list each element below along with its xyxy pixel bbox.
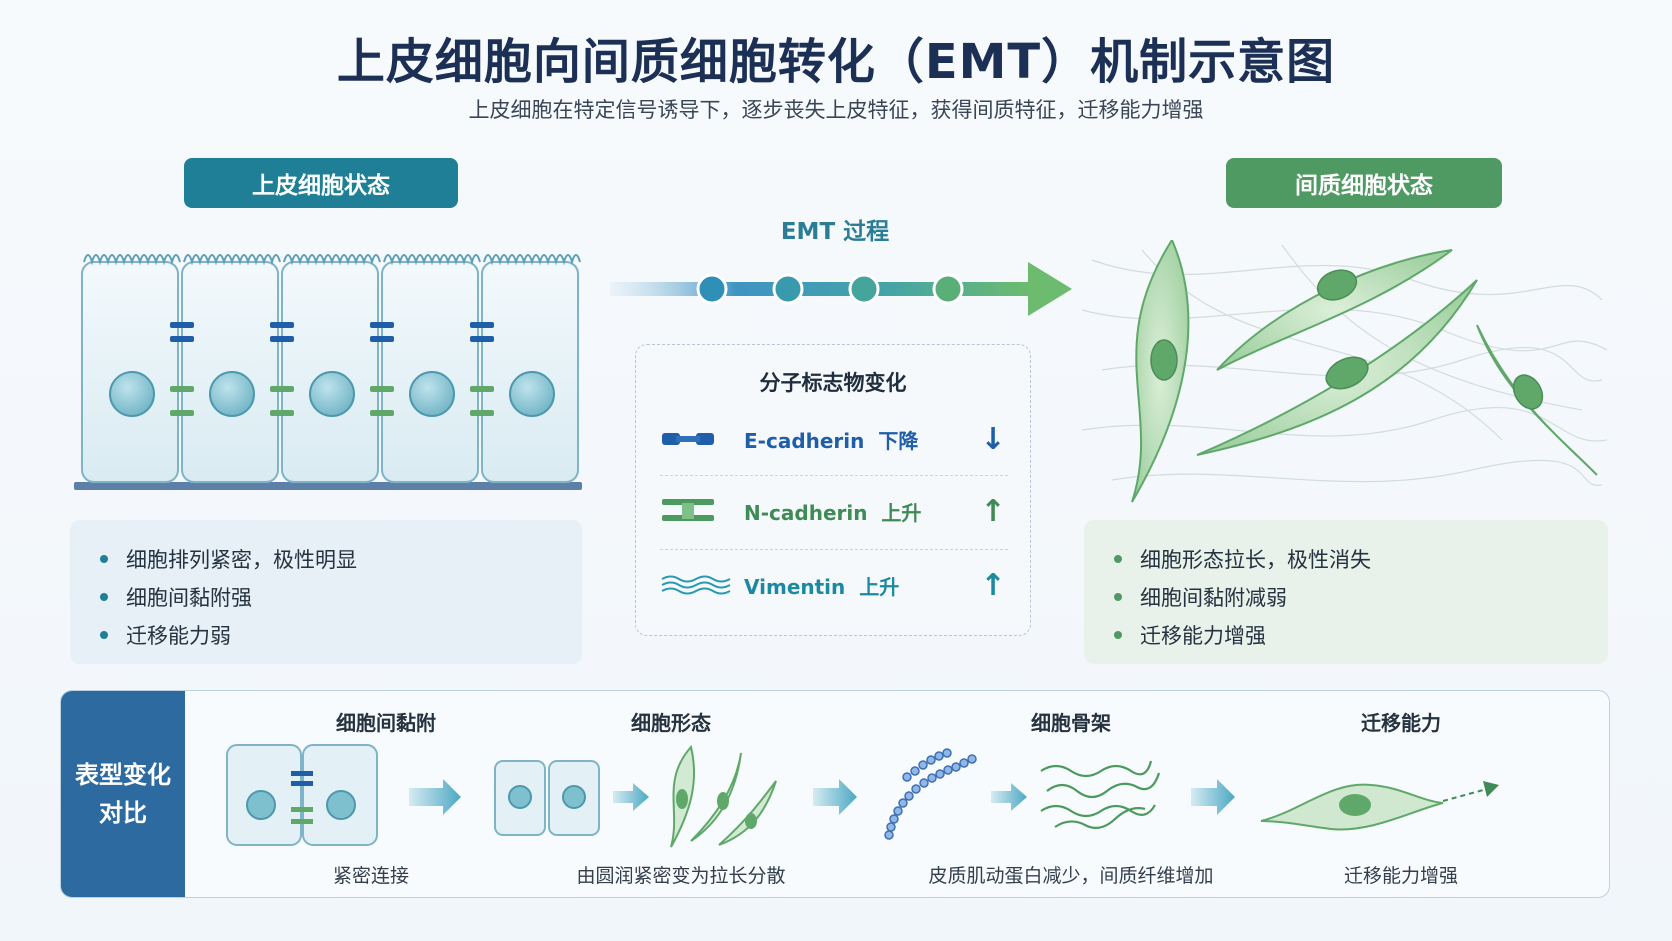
intermediate-filaments	[1040, 760, 1161, 830]
emt-process-arrow	[610, 262, 1072, 316]
bullet-icon	[100, 555, 108, 563]
tight-junction-cells	[226, 744, 378, 846]
bullet-icon	[100, 593, 108, 601]
epithelial-state-label: 上皮细胞状态	[184, 158, 458, 208]
phenotype-caption: 迁移能力增强	[1343, 865, 1458, 887]
nucleus	[1325, 356, 1369, 390]
e-cadherin-junction	[170, 322, 494, 342]
mesenchymal-features-box: 细胞形态拉长，极性消失 细胞间黏附减弱 迁移能力增强	[1084, 520, 1608, 664]
e-cadherin-icon	[662, 433, 714, 445]
migrating-cell	[1260, 781, 1499, 831]
list-item: 细胞排列紧密，极性明显	[94, 540, 558, 578]
vimentin-icon	[661, 575, 731, 595]
phenotype-title: 表型变化对比	[61, 691, 185, 897]
nucleus	[309, 371, 355, 417]
phenotype-comparison-panel: 表型变化对比 细胞间黏附 细胞形态 细胞骨架 迁移能力 紧密连接 由圆润紧密变为…	[60, 690, 1610, 898]
nucleus	[1150, 339, 1178, 381]
mesenchymal-cells-illustration	[1082, 240, 1608, 503]
stage-dot	[696, 273, 728, 305]
down-arrow-icon: ↓	[980, 421, 1006, 457]
phenotype-heading: 细胞间黏附	[336, 711, 436, 735]
marker-name: E-cadherin 下降	[744, 428, 919, 453]
phenotype-caption: 紧密连接	[332, 865, 409, 887]
stage-dot	[772, 273, 804, 305]
cortical-actin-beads	[884, 748, 977, 840]
bullet-icon	[1114, 631, 1122, 639]
phenotype-heading: 迁移能力	[1361, 711, 1441, 735]
elongated-cells	[670, 744, 777, 848]
bullet-icon	[1114, 555, 1122, 563]
spindle-cell	[1216, 249, 1453, 371]
list-item: 迁移能力增强	[1108, 616, 1584, 654]
marker-row-n-cadherin: N-cadherin 上升 ↑	[660, 481, 1008, 541]
page-subtitle: 上皮细胞在特定信号诱导下，逐步丧失上皮特征，获得间质特征，迁移能力增强	[468, 98, 1204, 122]
epithelial-cells-illustration	[74, 254, 582, 490]
phenotype-caption: 由圆润紧密变为拉长分散	[576, 865, 786, 887]
marker-row-e-cadherin: E-cadherin 下降 ↓	[660, 409, 1008, 469]
list-item: 迁移能力弱	[94, 616, 558, 654]
phenotype-heading: 细胞骨架	[1031, 711, 1111, 735]
page-title: 上皮细胞向间质细胞转化（EMT）机制示意图	[336, 34, 1336, 90]
stage-dot	[932, 273, 964, 305]
marker-title: 分子标志物变化	[759, 371, 907, 395]
n-cadherin-junction	[170, 386, 494, 416]
nucleus	[209, 371, 255, 417]
mesenchymal-state-label: 间质细胞状态	[1226, 158, 1502, 208]
phenotype-illustrations	[226, 744, 1499, 848]
list-item: 细胞形态拉长，极性消失	[1108, 540, 1584, 578]
arrow-right-icon	[1483, 781, 1499, 797]
epithelial-features-box: 细胞排列紧密，极性明显 细胞间黏附强 迁移能力弱	[70, 520, 582, 664]
arrow-right-icon	[1191, 779, 1235, 815]
up-arrow-icon: ↑	[980, 493, 1006, 529]
nucleus	[509, 371, 555, 417]
phenotype-heading: 细胞形态	[631, 711, 711, 735]
stage-dot	[848, 273, 880, 305]
marker-changes-box: 分子标志物变化 E-cadherin 下降 ↓ N-cadherin 上升 ↑ …	[635, 344, 1031, 636]
n-cadherin-icon	[662, 499, 714, 521]
emt-process-label: EMT 过程	[780, 219, 890, 245]
marker-row-vimentin: Vimentin 上升 ↑	[660, 555, 1008, 615]
nucleus	[409, 371, 455, 417]
up-arrow-icon: ↑	[980, 567, 1006, 603]
phenotype-caption: 皮质肌动蛋白减少，间质纤维增加	[928, 865, 1214, 887]
nucleus	[109, 371, 155, 417]
nucleus	[1512, 374, 1544, 410]
marker-name: N-cadherin 上升	[744, 500, 922, 525]
arrow-right-icon	[991, 783, 1027, 811]
list-item: 细胞间黏附减弱	[1108, 578, 1584, 616]
spindle-cell	[1196, 279, 1478, 456]
marker-name: Vimentin 上升	[744, 574, 900, 599]
bullet-icon	[1114, 593, 1122, 601]
round-cells	[494, 760, 600, 836]
arrow-right-icon	[613, 783, 649, 811]
nucleus	[1316, 269, 1358, 301]
arrow-right-icon	[813, 779, 857, 815]
bullet-icon	[100, 631, 108, 639]
list-item: 细胞间黏附强	[94, 578, 558, 616]
arrow-right-icon	[409, 779, 461, 815]
